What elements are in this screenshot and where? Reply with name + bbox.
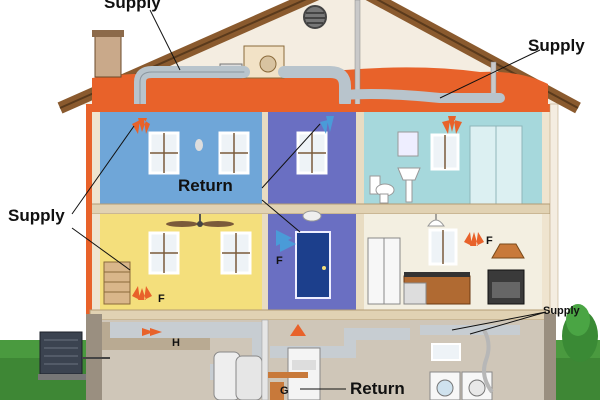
window-living-room-2 bbox=[220, 231, 252, 275]
filter-marker-hallway: F bbox=[276, 255, 283, 267]
basement-window bbox=[431, 343, 461, 361]
return-vent-hallway bbox=[276, 230, 296, 252]
refrigerator-icon bbox=[367, 237, 401, 305]
range-hood-icon bbox=[491, 243, 525, 259]
fireplace-icon bbox=[103, 261, 131, 305]
window-bathroom bbox=[430, 133, 460, 171]
label-supply-upper-right: Supply bbox=[528, 36, 585, 55]
window-kitchen bbox=[428, 228, 458, 266]
label-return-upper: Return bbox=[178, 176, 233, 195]
wall-lamp-icon bbox=[195, 139, 203, 151]
sink-icon bbox=[397, 131, 421, 203]
window-upper-left-2 bbox=[218, 131, 250, 175]
label-supply-top: Supply bbox=[104, 0, 161, 12]
front-door bbox=[295, 231, 331, 299]
supply-vent-living bbox=[132, 286, 152, 300]
supply-vent-hallway bbox=[320, 116, 334, 134]
stove-icon bbox=[487, 269, 525, 305]
gas-marker: G bbox=[280, 385, 289, 397]
water-heater-icon bbox=[213, 351, 284, 400]
supply-vent-kitchen bbox=[464, 232, 484, 246]
ceiling-fan-icon bbox=[166, 214, 234, 227]
window-living-room bbox=[148, 231, 180, 275]
pendant-light-icon bbox=[427, 214, 445, 227]
supply-vent-bathroom bbox=[442, 116, 462, 134]
window-upper-left bbox=[148, 131, 180, 175]
dryer-icon bbox=[461, 371, 493, 400]
attic-vent-icon bbox=[303, 5, 327, 29]
floor-beam-main bbox=[89, 309, 551, 321]
callout-leaders bbox=[71, 9, 547, 390]
attic-ductwork bbox=[134, 66, 505, 114]
label-supply-left: Supply bbox=[8, 206, 65, 225]
supply-vent-bedroom bbox=[132, 118, 150, 134]
toilet-icon bbox=[369, 175, 395, 204]
washer-icon bbox=[429, 371, 461, 400]
return-vent-basement bbox=[290, 324, 306, 336]
floor-beam-upper bbox=[89, 203, 551, 215]
supply-vent-basement bbox=[142, 328, 162, 336]
kitchen-cabinets bbox=[403, 272, 471, 305]
humidifier-marker: H bbox=[172, 337, 180, 349]
chimney bbox=[92, 30, 124, 78]
ceiling-light-icon bbox=[302, 210, 322, 222]
shower-icon bbox=[469, 125, 523, 205]
filter-marker-kitchen: F bbox=[486, 235, 493, 247]
filter-marker-living: F bbox=[158, 293, 165, 305]
label-supply-lower-right: Supply bbox=[543, 305, 580, 317]
ac-condenser-icon bbox=[38, 331, 86, 380]
window-hallway bbox=[296, 131, 328, 175]
label-return-lower: Return bbox=[350, 379, 405, 398]
